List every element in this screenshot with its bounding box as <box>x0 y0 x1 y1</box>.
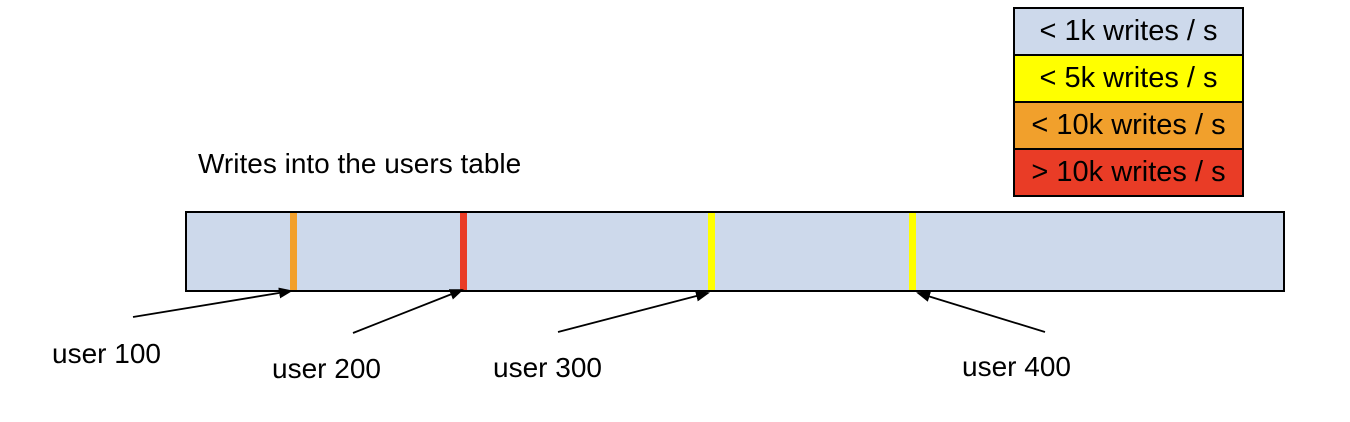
hotspot-stripe-user-400 <box>909 213 916 290</box>
users-table-bar <box>185 211 1285 292</box>
legend-item-label: < 1k writes / s <box>1039 15 1218 47</box>
legend: < 1k writes / s < 5k writes / s < 10k writ… <box>1013 7 1244 197</box>
annotation-arrow-user-300 <box>557 290 710 333</box>
hotspot-stripe-user-100 <box>290 213 297 290</box>
marker-label-user-200: user 200 <box>272 353 381 384</box>
legend-item-label: < 10k writes / s <box>1031 109 1226 141</box>
annotation-arrow-user-200 <box>352 289 464 334</box>
legend-item-1: < 5k writes / s <box>1013 54 1244 103</box>
annotation-arrow-user-100 <box>132 287 293 318</box>
diagram-title: Writes into the users table <box>198 148 522 179</box>
legend-item-2: < 10k writes / s <box>1013 101 1244 150</box>
hotspot-stripe-user-200 <box>460 213 467 290</box>
legend-item-3: > 10k writes / s <box>1013 148 1244 197</box>
legend-item-label: < 5k writes / s <box>1039 62 1218 94</box>
marker-label-user-300: user 300 <box>493 352 602 383</box>
legend-item-0: < 1k writes / s <box>1013 7 1244 56</box>
marker-label-user-400: user 400 <box>962 351 1071 382</box>
hotspot-stripe-user-300 <box>708 213 715 290</box>
legend-item-label: > 10k writes / s <box>1031 156 1226 188</box>
marker-label-user-100: user 100 <box>52 338 161 369</box>
annotation-arrow-user-400 <box>916 291 1046 333</box>
